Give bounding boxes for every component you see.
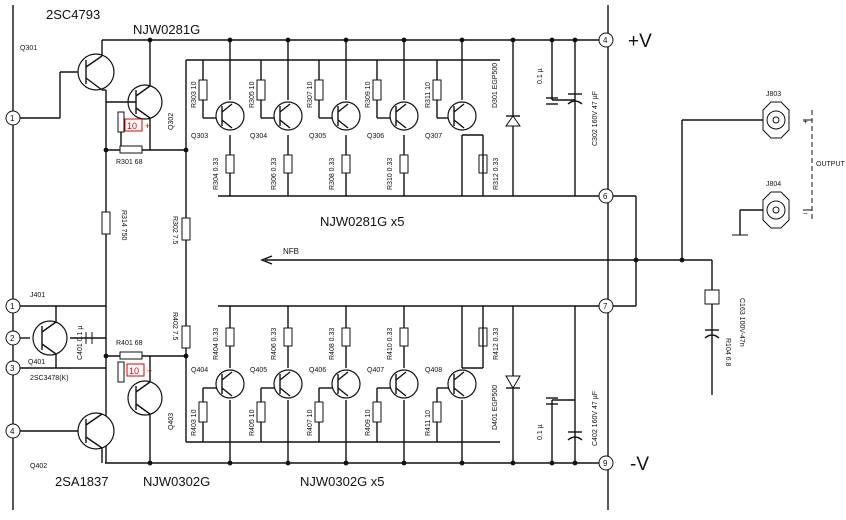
r104-label: R104 6.8 <box>724 338 731 367</box>
j804-label: J804 <box>766 181 781 188</box>
pin-label: 9 <box>603 459 608 468</box>
j803-label: J803 <box>766 91 781 98</box>
q406-label: Q406 <box>309 367 326 374</box>
pin-label: 1 <box>10 302 15 311</box>
r304-label: R304 0.33 <box>213 158 220 190</box>
r407-label: R407 10 <box>307 409 314 436</box>
q408-label: Q408 <box>425 367 442 374</box>
q407-label: Q407 <box>367 367 384 374</box>
r410-label: R410 0.33 <box>387 328 394 360</box>
upper-output-stage <box>198 40 488 196</box>
q305-label: Q305 <box>309 133 326 140</box>
trim-lower-sign: + <box>147 366 152 376</box>
output-label: OUTPUT <box>816 161 846 168</box>
r314-label: R314 750 <box>120 210 127 240</box>
q304-label: Q304 <box>250 133 267 140</box>
q401-part-label: 2SC3478(K) <box>30 375 69 382</box>
trim-lower-value: 10 <box>129 366 139 376</box>
r310-label: R310 0.33 <box>387 158 394 190</box>
pin-label: 3 <box>10 364 15 373</box>
pin-label: 4 <box>10 427 15 436</box>
r404-label: R404 0.33 <box>213 328 220 360</box>
r409-label: R409 10 <box>365 409 372 436</box>
r412-label: R412 0.33 <box>493 328 500 360</box>
upper-array-label: NJW0281G x5 <box>320 214 405 229</box>
d401-label: D401 EGP500 <box>492 385 499 430</box>
r311-label: R311 10 <box>425 82 432 108</box>
pin-label: 1 <box>10 114 15 123</box>
pin-label: 7 <box>603 302 608 311</box>
q303-label: Q303 <box>191 133 208 140</box>
r408-label: R408 0.33 <box>329 328 336 360</box>
q301-label: Q301 <box>20 45 37 52</box>
neg-rail-label: -V <box>630 454 649 475</box>
q301-part-label: 2SC4793 <box>46 7 100 22</box>
c-small-lower-label: 0.1 µ <box>537 424 544 440</box>
r303-label: R303 10 <box>191 81 198 108</box>
pin-label: 4 <box>603 36 608 45</box>
connectors: 1 1 2 3 4 4 6 7 9 <box>5 32 790 471</box>
c-small-upper-label: 0.1 µ <box>537 68 544 84</box>
junctions <box>103 37 685 466</box>
q403-label: Q403 <box>168 413 175 430</box>
minus-sign: − <box>803 209 808 218</box>
q401-label: Q401 <box>28 359 45 366</box>
q405-label: Q405 <box>250 367 267 374</box>
lower-output-stage <box>198 306 488 463</box>
c402-label: C402 160V 47 µF <box>592 391 599 446</box>
q306-label: Q306 <box>367 133 384 140</box>
pos-rail-label: +V <box>628 31 652 52</box>
q402-label: Q402 <box>30 463 47 470</box>
wiring <box>12 5 813 510</box>
r306-label: R306 0.33 <box>271 158 278 190</box>
plus-sign: + <box>803 117 808 126</box>
q403-part-label: NJW0302G <box>143 474 210 489</box>
q402-part-label: 2SA1837 <box>55 474 109 489</box>
c401-label: C401 0.1 µ <box>77 326 84 360</box>
r406-label: R406 0.33 <box>271 328 278 360</box>
q302-label: Q302 <box>168 113 175 130</box>
lower-array-label: NJW0302G x5 <box>300 474 385 489</box>
nfb-label: NFB <box>283 247 299 256</box>
pin-label: 2 <box>10 334 15 343</box>
q302-part-label: NJW0281G <box>133 22 200 37</box>
r402-label: R402 7.5 <box>171 312 178 341</box>
trim-upper-value: 10 <box>127 121 137 131</box>
r403-label: R403 10 <box>191 409 198 436</box>
j401-label: J401 <box>30 292 45 299</box>
r305-label: R305 10 <box>249 81 256 108</box>
r401-label: R401 68 <box>116 340 143 347</box>
r312-label: R312 0.33 <box>493 158 500 190</box>
q404-label: Q404 <box>191 367 208 374</box>
pin-label: 6 <box>603 192 608 201</box>
r302-label: R302 7.5 <box>171 216 178 245</box>
c163-label: C163 100V-47n <box>738 298 745 347</box>
diodes-caps <box>505 93 720 441</box>
r309-label: R309 10 <box>365 81 372 108</box>
q307-label: Q307 <box>425 133 442 140</box>
driver-stage <box>32 40 191 463</box>
d301-label: D301 EGP500 <box>492 63 499 108</box>
r411-label: R411 10 <box>425 410 432 436</box>
r307-label: R307 10 <box>307 81 314 108</box>
r308-label: R308 0.33 <box>329 158 336 190</box>
c302-label: C302 160V 47 µF <box>592 91 599 146</box>
r301-label: R301 68 <box>116 159 143 166</box>
r405-label: R405 10 <box>249 409 256 436</box>
trim-upper-sign: + <box>145 121 150 131</box>
